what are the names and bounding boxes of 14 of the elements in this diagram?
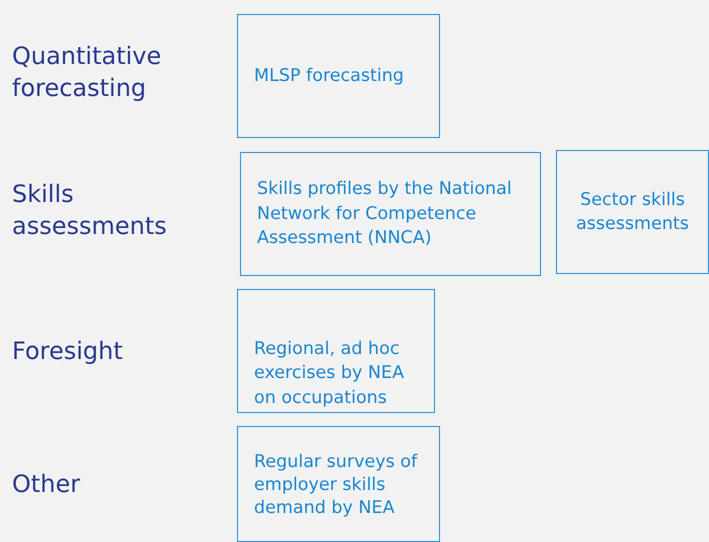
row-heading: Other xyxy=(12,469,82,500)
box-text: Sector skills assessments xyxy=(575,188,690,236)
text-box xyxy=(237,289,435,413)
text-box xyxy=(240,152,541,276)
box-text: Regional, ad hoc exercises by NEA on occupations xyxy=(254,338,406,410)
row-heading: Skills assessments xyxy=(12,179,168,242)
text-box xyxy=(237,426,440,542)
box-text: Skills profiles by the National Network for Competence Assessment (NNCA) xyxy=(257,178,513,250)
box-text: MLSP forecasting xyxy=(254,64,404,88)
text-box xyxy=(556,150,709,274)
text-box xyxy=(237,14,440,138)
row-heading: Foresight xyxy=(12,336,124,367)
row-heading: Quantitative forecasting xyxy=(12,41,162,104)
box-text: Regular surveys of employer skills demand by NEA xyxy=(254,451,418,520)
